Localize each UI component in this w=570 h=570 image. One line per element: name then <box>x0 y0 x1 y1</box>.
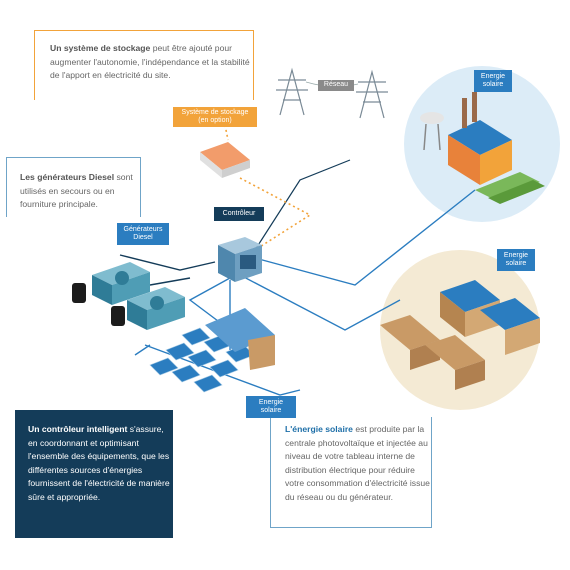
diesel-info-text: sont utilisés en secours ou en fournitur… <box>20 172 133 209</box>
diesel-info-box: Les générateurs Diesel sont utilisés en … <box>6 157 141 217</box>
storage-tag-line1: Système de stockage <box>181 108 249 116</box>
factory-icon <box>420 92 512 185</box>
connection-lines <box>134 189 476 396</box>
camp-buildings-icon <box>380 280 540 390</box>
storage-info-title: Un système de stockage <box>50 43 151 53</box>
controller-info-box: Un contrôleur intelligent s'assure, en c… <box>15 410 173 538</box>
reseau-tag: Réseau <box>318 80 354 91</box>
greenhouse-icon <box>475 172 545 204</box>
storage-tag-line2: (en option) <box>198 117 232 124</box>
solar-camp-tag-line1: Energie <box>503 251 529 259</box>
controller-tag: Contrôleur <box>214 207 264 221</box>
solar-field-tag-line2: solaire <box>260 407 282 414</box>
solar-factory-tag-line1: Energie <box>480 72 506 80</box>
storage-unit-icon <box>200 142 250 178</box>
solar-shed-icon <box>205 308 275 370</box>
storage-info-box: Un système de stockage peut être ajouté … <box>34 30 254 100</box>
controller-cabinet-icon <box>218 237 262 282</box>
dotted-lines <box>224 124 312 251</box>
solar-info-box: L'énergie solaire est produite par la ce… <box>270 417 432 528</box>
solar-camp-tag-line2: solaire <box>505 260 527 267</box>
solar-camp-tag: Energie solaire <box>497 249 535 271</box>
solar-info-text: est produite par la centrale photovoltaï… <box>285 424 430 502</box>
solar-factory-tag: Energie solaire <box>474 70 512 92</box>
diesel-generator-icon <box>92 262 150 305</box>
grid-line <box>254 159 351 251</box>
diesel-connection-lines <box>119 254 216 286</box>
solar-info-title: L'énergie solaire <box>285 424 353 434</box>
storage-info-text: peut être ajouté pour augmenter l'autono… <box>50 43 250 80</box>
diesel-tag-line1: Générateurs <box>123 225 163 233</box>
diesel-generator-icon <box>127 287 185 330</box>
power-pylon-icon <box>276 67 308 116</box>
fuel-barrel-icon <box>72 283 125 326</box>
controller-tag-label: Contrôleur <box>222 209 256 217</box>
diesel-info-title: Les générateurs Diesel <box>20 172 115 182</box>
solar-field-tag-line1: Energie <box>258 398 284 406</box>
solar-factory-tag-line2: solaire <box>482 81 504 88</box>
diesel-tag: Générateurs Diesel <box>117 223 169 245</box>
diesel-tag-line2: Diesel <box>133 234 153 241</box>
controller-info-title: Un contrôleur intelligent <box>28 424 128 434</box>
solar-field-tag: Energie solaire <box>246 396 296 418</box>
storage-tag: Système de stockage (en option) <box>173 107 257 127</box>
reseau-tag-label: Réseau <box>323 81 349 89</box>
power-pylon-icon <box>356 69 388 119</box>
controller-info-text: s'assure, en coordonnant et optimisant l… <box>28 424 170 502</box>
